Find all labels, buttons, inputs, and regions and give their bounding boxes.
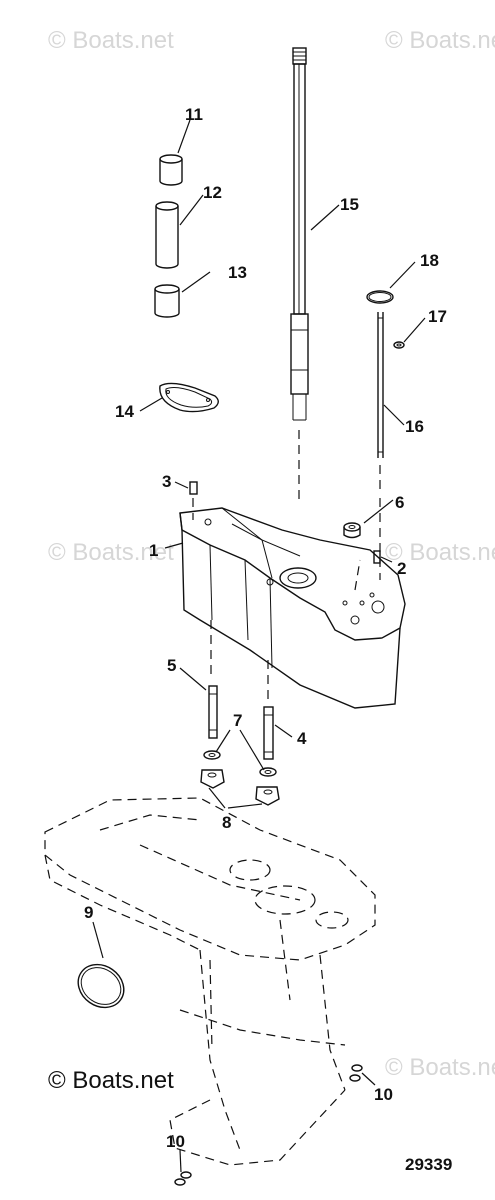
callout-10-lower: 10 — [166, 1132, 185, 1151]
housing-1-part — [179, 498, 406, 709]
callout-6: 6 — [395, 493, 404, 512]
gear-housing-dashed — [44, 797, 376, 1166]
pin-3-part — [189, 481, 198, 520]
callout-18: 18 — [420, 251, 439, 270]
callout-16: 16 — [405, 417, 424, 436]
callout-2: 2 — [397, 559, 406, 578]
stud-5-part — [208, 620, 218, 739]
nut-6-part — [343, 522, 361, 539]
callout-12: 12 — [203, 183, 222, 202]
callout-8: 8 — [222, 813, 231, 832]
callout-14: 14 — [115, 402, 134, 421]
callout-13: 13 — [228, 263, 247, 282]
watermark-mid-left: © Boats.net — [48, 539, 174, 566]
sleeve-12-part — [155, 201, 179, 269]
o-ring-9-part — [77, 963, 125, 1009]
watermark-mid-right: © Boats.net — [385, 539, 495, 566]
leader-lines — [92, 119, 426, 1173]
watermark-top-left: © Boats.net — [48, 27, 174, 54]
gasket-14-part — [159, 382, 219, 413]
o-ring-18-part — [366, 290, 394, 304]
watermark-bottom-left: © Boats.net — [48, 1067, 174, 1094]
pin-2-part — [373, 550, 381, 564]
stud-16-part — [377, 312, 384, 495]
callout-5: 5 — [167, 656, 176, 675]
drive-shaft-part — [290, 47, 309, 505]
washer-7-part — [203, 750, 277, 777]
callout-3: 3 — [162, 472, 171, 491]
washer-17-part — [393, 341, 405, 349]
fastener-10-lower — [174, 1171, 192, 1186]
bushing-13-part — [154, 284, 180, 318]
stud-4-part — [263, 660, 274, 760]
callout-15: 15 — [340, 195, 359, 214]
figure-number: 29339 — [405, 1155, 452, 1174]
watermark-top-right: © Boats.net — [385, 27, 495, 54]
callout-17: 17 — [428, 307, 447, 326]
callout-9: 9 — [84, 903, 93, 922]
nut-8-part — [200, 769, 280, 806]
fastener-10-upper — [349, 1064, 363, 1082]
watermarks: © Boats.net © Boats.net © Boats.net © Bo… — [48, 27, 495, 1094]
watermark-low-right: © Boats.net — [385, 1054, 495, 1081]
callout-11: 11 — [185, 105, 203, 124]
bushing-11-part — [159, 154, 183, 186]
callout-7: 7 — [233, 711, 242, 730]
callout-1: 1 — [149, 541, 158, 560]
callout-10-upper: 10 — [374, 1085, 393, 1104]
callouts: 11 12 13 14 15 18 17 16 3 6 2 1 5 4 7 8 … — [84, 105, 447, 1151]
callout-4: 4 — [297, 729, 307, 748]
